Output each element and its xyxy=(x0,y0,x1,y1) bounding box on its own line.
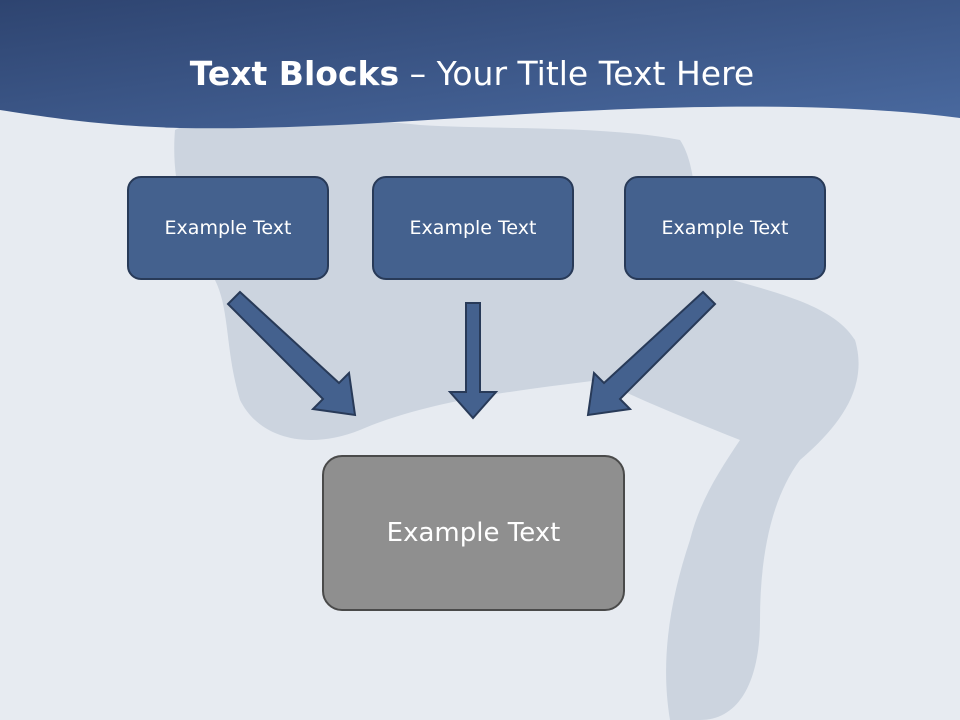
top-box-right: Example Text xyxy=(624,176,826,280)
arrow-right-icon xyxy=(586,290,717,417)
arrow-center-icon xyxy=(447,302,499,420)
top-box-center: Example Text xyxy=(372,176,574,280)
slide-title: Text Blocks – Your Title Text Here xyxy=(0,52,944,96)
title-bold: Text Blocks xyxy=(189,54,400,93)
title-separator: – xyxy=(399,54,437,93)
title-rest: Your Title Text Here xyxy=(436,54,755,93)
top-box-right-label: Example Text xyxy=(661,217,789,239)
arrow-left-icon xyxy=(226,290,357,417)
bottom-box-label: Example Text xyxy=(386,518,561,548)
bottom-box: Example Text xyxy=(322,455,625,611)
top-box-left-label: Example Text xyxy=(164,217,292,239)
header-band xyxy=(0,0,960,129)
top-box-center-label: Example Text xyxy=(409,217,537,239)
top-box-left: Example Text xyxy=(127,176,329,280)
